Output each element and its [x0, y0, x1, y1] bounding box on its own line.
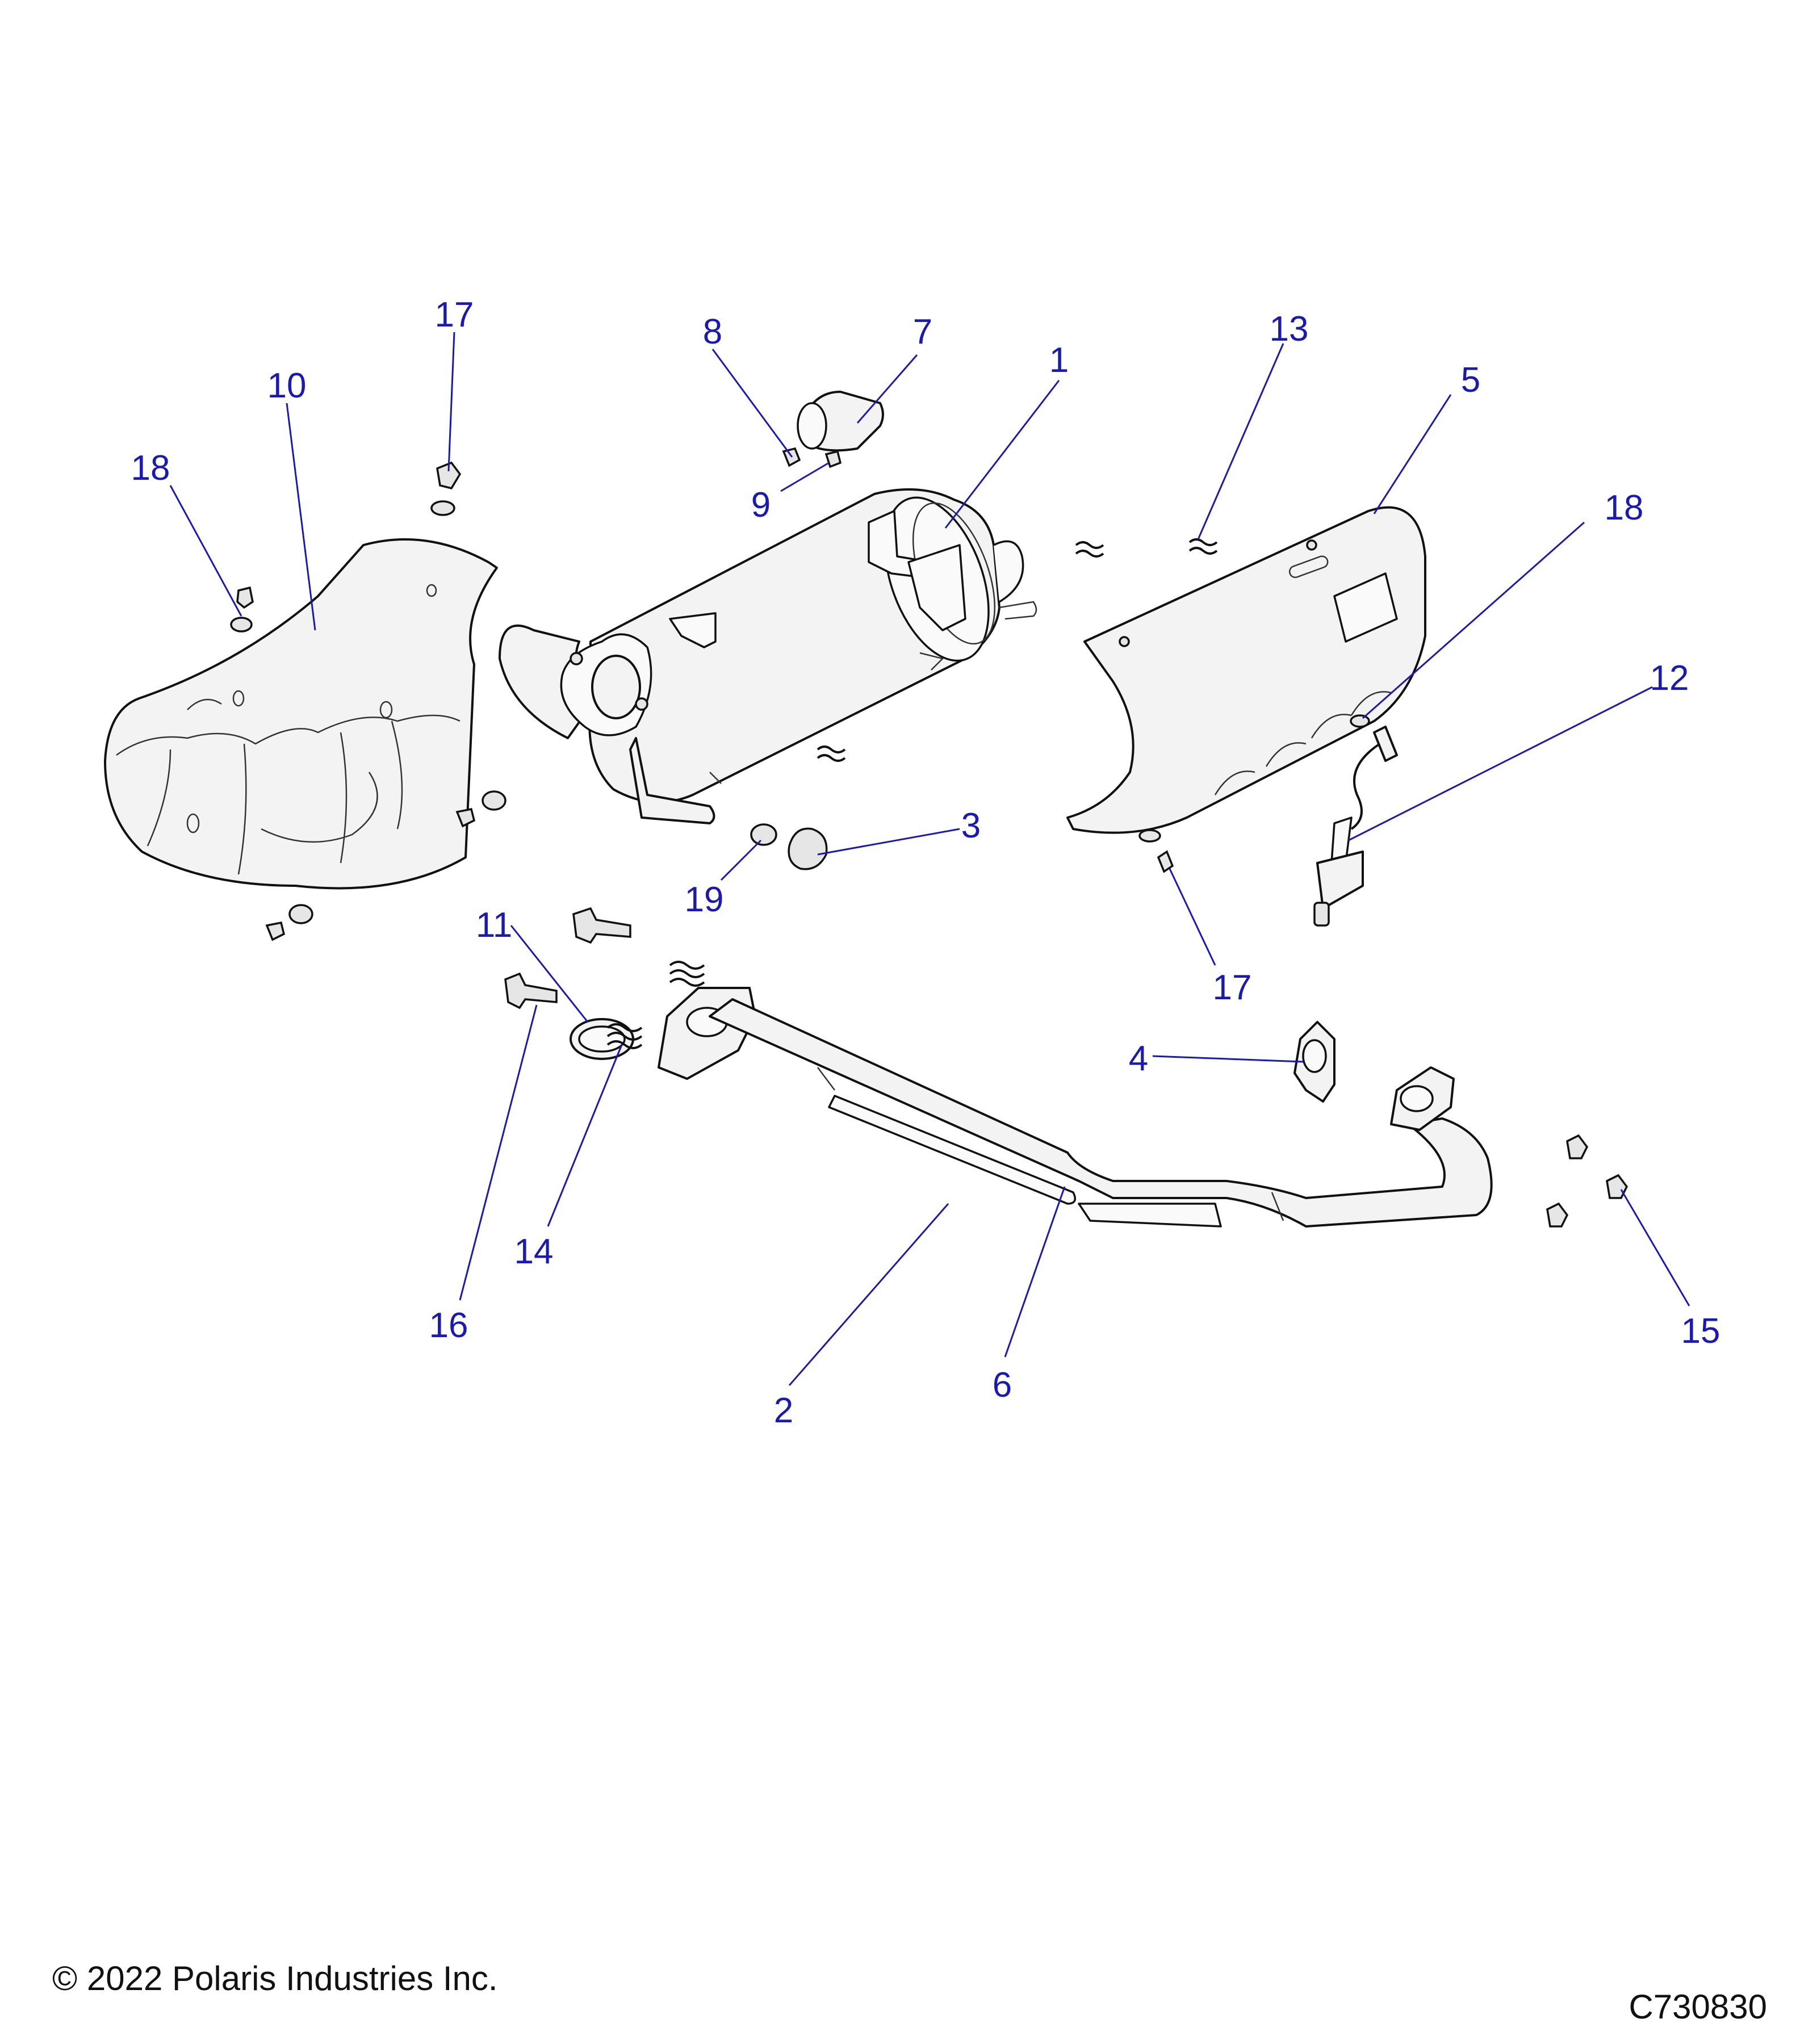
callout-16: 16 [429, 1306, 468, 1345]
head-pipe [658, 987, 1493, 1228]
callout-11: 11 [476, 906, 512, 945]
callout-14: 14 [514, 1232, 554, 1271]
leader-5 [1373, 394, 1452, 514]
leader-19 [720, 839, 762, 881]
copyright-notice: © 2022 Polaris Industries Inc. [52, 1959, 498, 1997]
leader-8 [711, 349, 793, 458]
leader-13 [1197, 343, 1284, 540]
leader-18-right [1362, 521, 1585, 719]
clamp-ring [570, 1018, 634, 1060]
leader-7 [856, 354, 918, 424]
leader-9 [780, 462, 830, 492]
callout-1: 1 [1049, 341, 1069, 380]
callout-5: 5 [1461, 361, 1480, 400]
leader-11 [510, 925, 589, 1023]
callout-4: 4 [1129, 1039, 1148, 1078]
callout-15: 15 [1681, 1312, 1720, 1351]
callout-12: 12 [1650, 659, 1689, 698]
hardware [230, 447, 1628, 1228]
leader-1 [944, 380, 1060, 529]
callout-7: 7 [913, 312, 932, 351]
drawing-number: C730830 [1628, 1988, 1767, 2026]
callout-17-bottom: 17 [1213, 968, 1252, 1007]
callouts: 1 2 3 4 5 6 7 8 9 10 11 12 13 14 15 16 1… [131, 295, 1720, 1430]
springs [606, 538, 1218, 1049]
gasket [1293, 1021, 1335, 1103]
leader-15 [1620, 1189, 1690, 1306]
callout-18-right: 18 [1605, 488, 1644, 527]
leader-3 [817, 828, 960, 856]
leader-12 [1348, 686, 1653, 841]
leader-17-bottom [1169, 868, 1216, 966]
leader-18-left [169, 485, 242, 617]
callout-9: 9 [751, 485, 771, 525]
callout-10: 10 [267, 366, 307, 405]
callout-6: 6 [993, 1366, 1012, 1405]
callout-19: 19 [685, 880, 724, 919]
leader-2 [788, 1203, 949, 1386]
leader-lines [169, 332, 1690, 1386]
callout-13: 13 [1270, 309, 1309, 349]
leader-14 [547, 1044, 623, 1227]
leader-17-top [447, 332, 455, 472]
leader-16 [459, 1004, 538, 1301]
oxygen-sensor [1313, 726, 1398, 927]
callout-2: 2 [774, 1391, 793, 1430]
leader-4 [1152, 1055, 1304, 1063]
leader-10 [286, 403, 316, 631]
callout-18-left: 18 [131, 449, 170, 488]
callout-8: 8 [703, 312, 722, 351]
leader-6 [1004, 1186, 1066, 1358]
tailpipe-cap [797, 391, 884, 452]
heat-shield-right [1066, 506, 1426, 834]
heat-shield-left [104, 538, 498, 890]
callout-3: 3 [961, 806, 981, 845]
callout-17-top: 17 [435, 295, 474, 334]
muffler [499, 488, 1037, 824]
